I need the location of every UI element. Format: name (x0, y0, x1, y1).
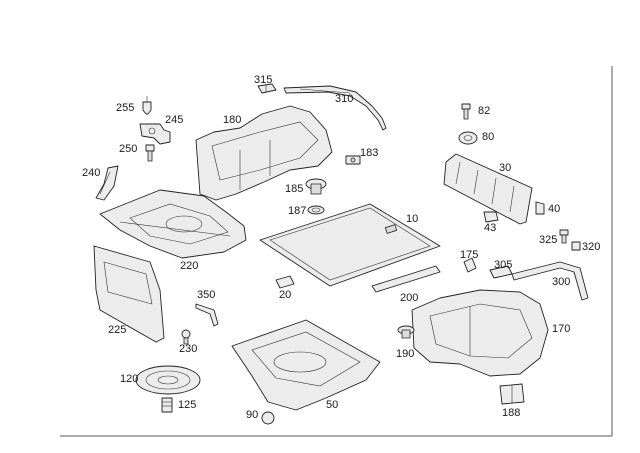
callout-350: 350 (197, 289, 216, 301)
callout-43: 43 (484, 222, 497, 234)
callout-50: 50 (326, 399, 339, 411)
part-20-clip (275, 275, 295, 289)
part-180-side-wall (195, 105, 333, 201)
part-183-clip (345, 155, 361, 165)
callout-20: 20 (279, 289, 292, 301)
callout-315: 315 (254, 74, 273, 86)
part-325-screw (559, 229, 569, 244)
callout-170: 170 (552, 323, 571, 335)
part-250-bolt (145, 144, 155, 162)
part-185-plug (305, 178, 327, 195)
part-50-spare-well (231, 319, 381, 411)
part-43-clip (483, 211, 499, 223)
callout-82: 82 (478, 105, 491, 117)
part-30-rear-panel (443, 153, 533, 225)
callout-10: 10 (406, 213, 419, 225)
part-170-side-wall (411, 289, 549, 377)
part-225-side-panel (93, 245, 165, 343)
callout-220: 220 (180, 260, 199, 272)
callout-255: 255 (116, 102, 135, 114)
part-315-clip (257, 83, 277, 94)
part-187-ring (307, 205, 325, 215)
part-200-trim-strip (371, 265, 441, 293)
callout-190: 190 (396, 348, 415, 360)
part-80-grommet (458, 131, 478, 145)
callout-245: 245 (165, 114, 184, 126)
part-120-round-plate (135, 365, 201, 395)
part-350-rod (195, 303, 219, 327)
callout-250: 250 (119, 143, 138, 155)
callout-305: 305 (494, 259, 513, 271)
callout-180: 180 (223, 114, 242, 126)
callout-320: 320 (582, 241, 601, 253)
callout-300: 300 (552, 276, 571, 288)
part-175-clip (463, 257, 477, 273)
callout-200: 200 (400, 292, 419, 304)
callout-310: 310 (335, 93, 354, 105)
callout-185: 185 (285, 183, 304, 195)
part-320-clip (571, 241, 581, 251)
part-310-seal (283, 85, 387, 131)
callout-80: 80 (482, 131, 495, 143)
part-125-spring (161, 397, 173, 413)
callout-40: 40 (548, 203, 561, 215)
part-82-screw (461, 103, 471, 120)
callout-125: 125 (178, 399, 197, 411)
callout-183: 183 (360, 147, 379, 159)
part-40-clip (535, 201, 545, 215)
callout-225: 225 (108, 324, 127, 336)
part-230-screw (181, 329, 191, 345)
part-190-plug (397, 325, 415, 339)
callout-120: 120 (120, 373, 139, 385)
part-245-bracket (139, 123, 171, 145)
part-90-plug (261, 411, 275, 425)
part-240-bracket (95, 165, 119, 201)
callout-230: 230 (179, 343, 198, 355)
callout-187: 187 (288, 205, 307, 217)
callout-30: 30 (499, 162, 512, 174)
callout-188: 188 (502, 407, 521, 419)
part-300-strip (511, 261, 589, 301)
callout-90: 90 (246, 409, 259, 421)
callout-175: 175 (460, 249, 479, 261)
part-188-bracket (499, 383, 525, 405)
part-10-floor-board (259, 203, 441, 287)
part-255-fastener (142, 96, 152, 115)
callout-240: 240 (82, 167, 101, 179)
callout-325: 325 (539, 234, 558, 246)
part-220-floor-panel (99, 189, 247, 259)
